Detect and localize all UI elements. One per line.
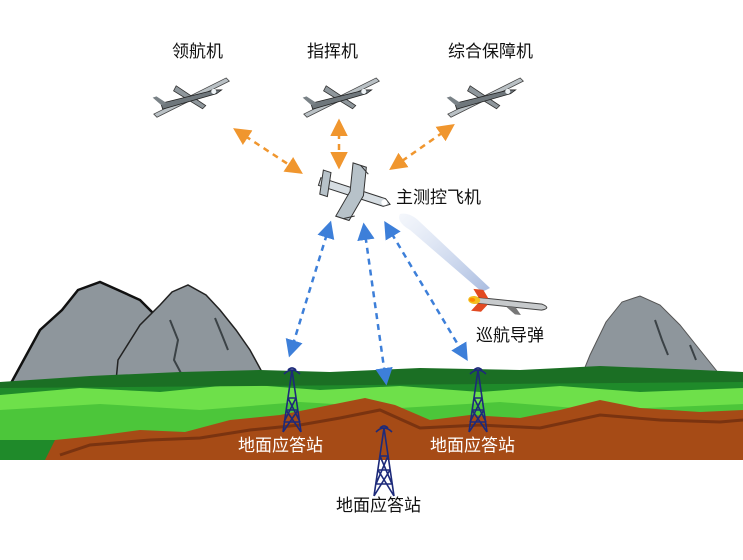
drone-icon [441, 69, 530, 125]
drone-icon [297, 69, 386, 125]
radio-tower-icon [468, 367, 488, 433]
missile-trail [399, 213, 490, 292]
orange-dashed-links [233, 118, 455, 174]
lead-aircraft-label: 领航机 [172, 42, 223, 62]
drone-icon [147, 69, 236, 125]
main-control-aircraft-label: 主测控飞机 [396, 188, 481, 208]
transport-aircraft-icon [317, 162, 391, 222]
command-aircraft-label: 指挥机 [307, 42, 358, 62]
radio-tower-icon [373, 425, 395, 497]
ground-station-right-label: 地面应答站 [430, 436, 515, 456]
support-aircraft-label: 综合保障机 [448, 42, 533, 62]
radio-tower-icon [282, 367, 302, 433]
ground-station-bottom-label: 地面应答站 [336, 496, 421, 516]
ground-station-left-label: 地面应答站 [238, 436, 323, 456]
blue-dashed-links [285, 220, 468, 386]
mountains [8, 280, 733, 394]
cruise-missile-icon [468, 288, 548, 315]
terrain [0, 366, 743, 460]
cruise-missile-label: 巡航导弹 [476, 326, 544, 346]
